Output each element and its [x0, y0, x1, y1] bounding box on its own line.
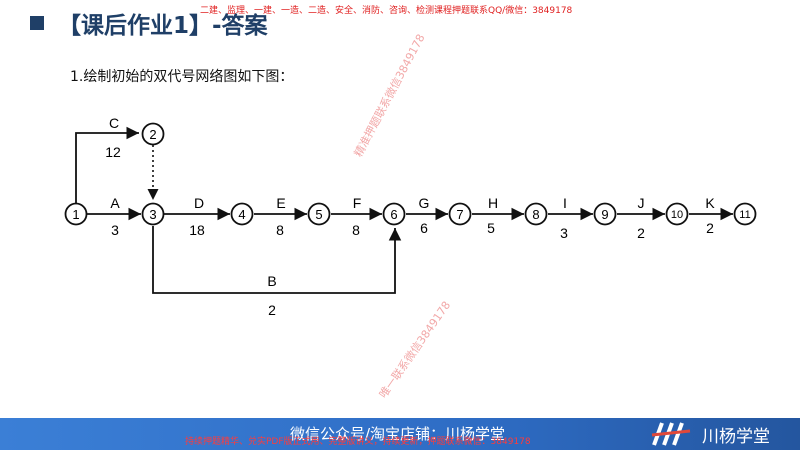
node-3: 3	[141, 202, 165, 226]
node-5: 5	[307, 202, 331, 226]
node-label-10: 10	[671, 209, 683, 221]
activity-name-H: H	[488, 195, 498, 211]
brand-name: 川杨学堂	[702, 427, 770, 447]
activity-duration-E: 8	[276, 222, 284, 238]
activity-duration-F: 8	[352, 222, 360, 238]
activity-duration-A: 3	[111, 222, 119, 238]
title-bullet	[30, 16, 44, 30]
node-2: 2	[141, 122, 165, 146]
activity-name-E: E	[276, 195, 285, 211]
activity-duration-J: 2	[637, 225, 645, 241]
activity-name-C: C	[109, 115, 119, 131]
node-6: 6	[382, 202, 406, 226]
footer-ad-text: 持续押题精华、兑实PDF版正式用、完整版讲义，持续更新，押题联系微信：38491…	[185, 437, 531, 447]
node-1: 1	[64, 202, 88, 226]
activity-name-D: D	[194, 195, 204, 211]
activity-name-J: J	[638, 195, 645, 211]
node-10: 10	[665, 202, 689, 226]
activity-duration-B: 2	[268, 302, 276, 318]
node-4: 4	[230, 202, 254, 226]
node-label-2: 2	[149, 127, 156, 142]
activity-duration-H: 5	[487, 220, 495, 236]
node-label-9: 9	[601, 207, 608, 222]
node-7: 7	[448, 202, 472, 226]
node-9: 9	[593, 202, 617, 226]
edge-1-2	[75, 126, 139, 203]
edge-3-6	[152, 226, 402, 294]
top-ad-text: 二建、监理、一建、一造、二造、安全、消防、咨询、检测课程押题联系QQ/微信：38…	[200, 6, 573, 16]
node-label-4: 4	[238, 207, 245, 222]
activity-duration-D: 18	[189, 222, 205, 238]
activity-name-G: G	[419, 195, 430, 211]
node-label-3: 3	[149, 207, 156, 222]
activity-duration-C: 12	[105, 144, 121, 160]
node-label-6: 6	[390, 207, 397, 222]
node-label-11: 11	[739, 209, 750, 221]
activity-name-I: I	[563, 195, 567, 211]
node-label-8: 8	[532, 207, 539, 222]
brand-logo-icon	[651, 422, 691, 446]
footer-text: 微信公众号/淘宝店铺：川杨学堂	[290, 425, 506, 443]
activity-duration-G: 6	[420, 220, 428, 236]
subtitle: 1.绘制初始的双代号网络图如下图：	[70, 69, 294, 85]
activity-name-A: A	[110, 195, 120, 211]
activity-name-K: K	[705, 195, 715, 211]
activity-name-B: B	[267, 273, 276, 289]
activity-name-F: F	[353, 195, 362, 211]
node-8: 8	[524, 202, 548, 226]
node-label-7: 7	[456, 207, 463, 222]
activity-duration-K: 2	[706, 220, 714, 236]
activity-duration-I: 3	[560, 225, 568, 241]
page-title: 【课后作业1】-答案	[58, 13, 268, 39]
node-label-1: 1	[72, 207, 79, 222]
node-label-5: 5	[315, 207, 322, 222]
node-11: 11	[733, 202, 757, 226]
